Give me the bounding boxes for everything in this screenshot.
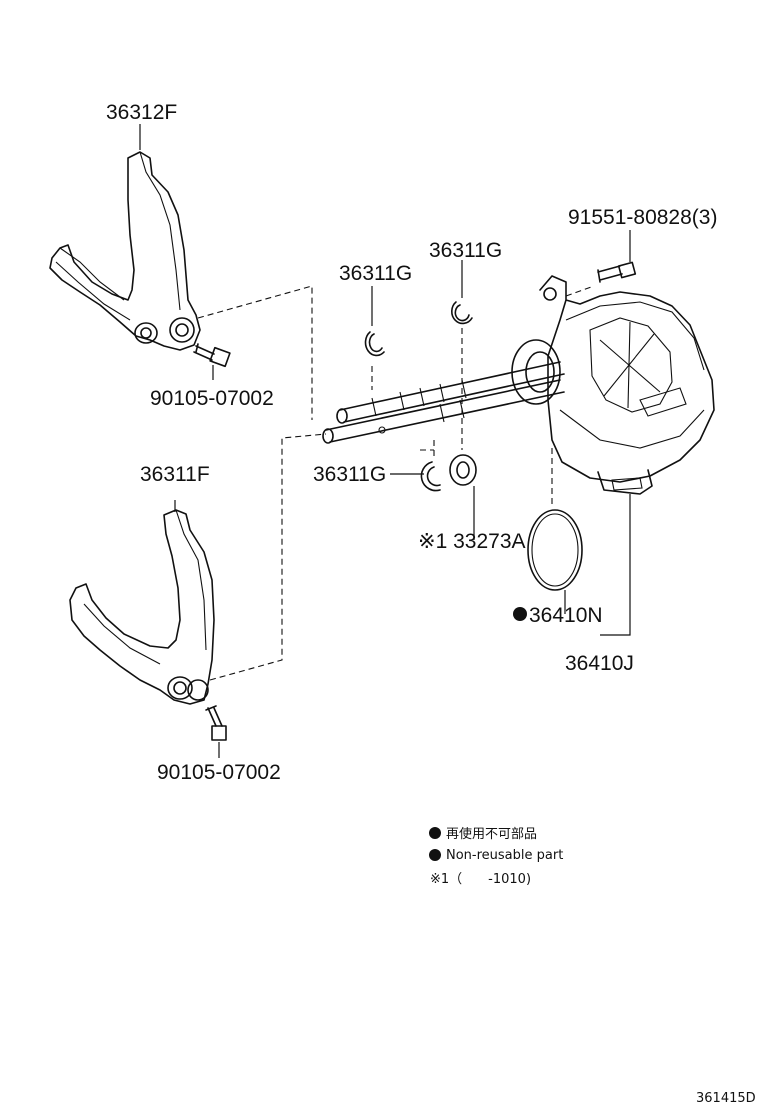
o-ring[interactable]: [527, 509, 583, 591]
legend-dot-en: [429, 849, 441, 861]
label-snap-ring-right: 36311G: [429, 239, 502, 262]
label-bolt-upper: 90105-07002: [150, 387, 274, 410]
screw-actuator[interactable]: [597, 261, 637, 283]
snap-ring-left[interactable]: [364, 331, 385, 357]
snap-ring-right[interactable]: [450, 301, 473, 325]
legend-note-1: ※1（ -1010): [430, 872, 531, 887]
legend-non-reusable-en: Non-reusable part: [446, 848, 563, 863]
bolt-upper[interactable]: [193, 343, 231, 368]
legend-non-reusable-jp: 再使用不可部品: [446, 826, 537, 842]
label-bolt-lower: 90105-07002: [157, 761, 281, 784]
label-o-ring: 36410N: [529, 604, 603, 627]
assembly-lines: [197, 285, 595, 681]
label-snap-ring-left: 36311G: [339, 262, 412, 285]
bolt-lower[interactable]: [205, 705, 227, 741]
label-screw-actuator: 91551-80828(3): [568, 206, 717, 229]
diagram-id: 361415D: [696, 1091, 756, 1106]
legend: 再使用不可部品 Non-reusable part ※1（ -1010): [429, 826, 563, 887]
label-shift-fork-lower: 36311F: [140, 463, 210, 486]
washer[interactable]: [449, 454, 477, 486]
actuator-assembly[interactable]: [511, 275, 715, 495]
shift-fork-upper[interactable]: [49, 151, 201, 351]
non-reusable-marker: [513, 607, 527, 621]
label-snap-ring-bottom: 36311G: [313, 463, 386, 486]
shift-fork-lower[interactable]: [69, 509, 215, 705]
snap-ring-bottom[interactable]: [420, 461, 441, 492]
label-actuator-assembly: 36410J: [565, 652, 634, 675]
leader-lines: [139, 124, 631, 758]
label-washer: ※1 33273A: [418, 530, 526, 553]
label-shift-fork-upper: 36312F: [106, 101, 177, 124]
legend-dot-jp: [429, 827, 441, 839]
